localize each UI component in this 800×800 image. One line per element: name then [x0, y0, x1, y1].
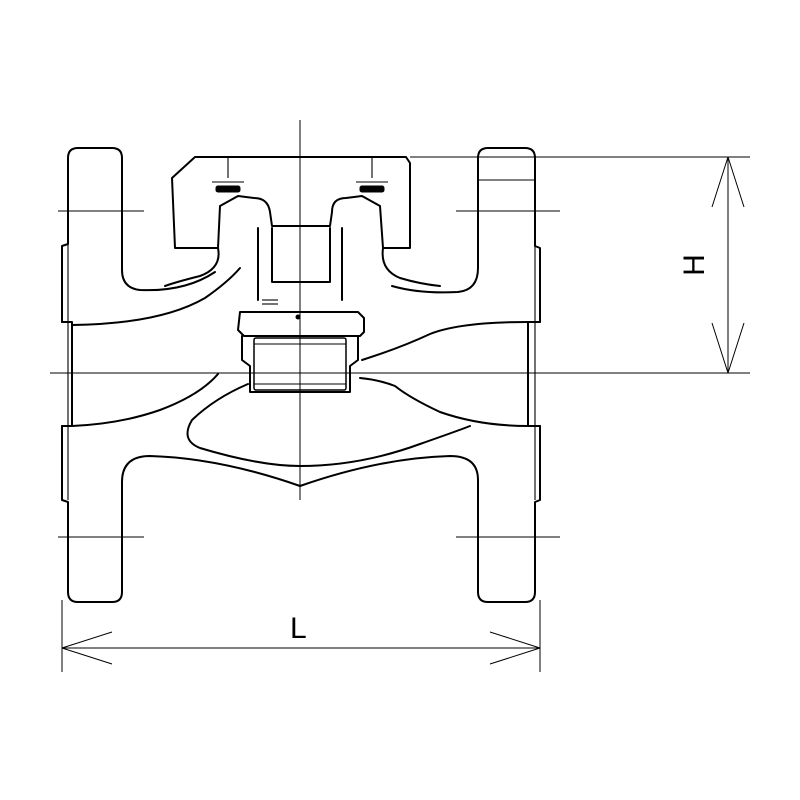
guide-neck	[164, 227, 441, 305]
dimension-l: L	[61, 600, 541, 672]
lower-cavity	[186, 383, 471, 467]
dimension-h: H	[410, 156, 750, 374]
dimension-h-label: H	[678, 254, 711, 276]
right-flange	[299, 147, 541, 603]
bonnet-cover	[171, 156, 411, 249]
pipe-bore	[61, 267, 541, 427]
disc-piston	[237, 311, 365, 393]
left-flange	[61, 147, 301, 603]
centerlines	[50, 120, 750, 538]
dimension-l-label: L	[290, 612, 307, 645]
